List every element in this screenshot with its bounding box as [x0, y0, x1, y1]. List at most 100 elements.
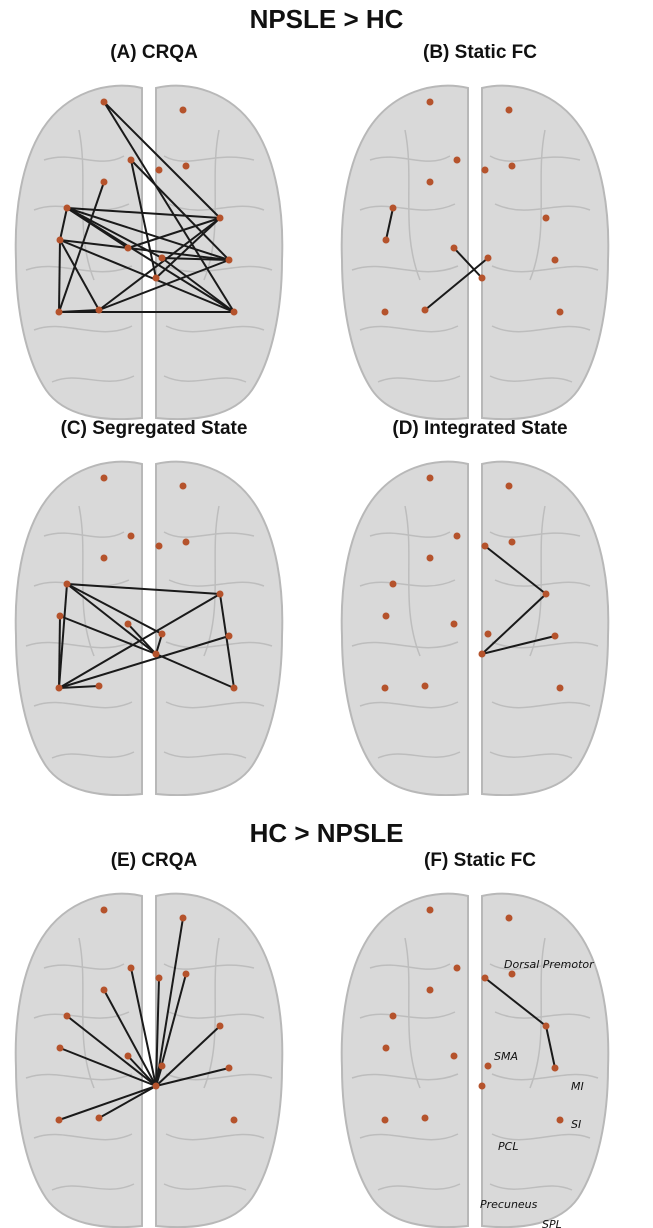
region-node: [506, 483, 513, 490]
region-node: [125, 621, 132, 628]
region-node: [56, 1117, 63, 1124]
panel-title: (D) Integrated State: [330, 418, 630, 440]
region-node: [427, 99, 434, 106]
panel-title: (B) Static FC: [330, 42, 630, 64]
region-node: [128, 533, 135, 540]
region-label: PCL: [498, 1140, 518, 1153]
left-hemisphere: [342, 894, 468, 1227]
region-node: [552, 1065, 559, 1072]
region-node: [454, 965, 461, 972]
region-node: [454, 533, 461, 540]
panel-title: (E) CRQA: [4, 850, 304, 872]
brain-network-c: [4, 446, 294, 796]
region-node: [101, 99, 108, 106]
region-node: [156, 543, 163, 550]
region-node: [56, 685, 63, 692]
connection-edge: [59, 616, 60, 688]
region-label: Dorsal Premotor: [504, 958, 595, 971]
region-node: [156, 167, 163, 174]
region-node: [543, 1023, 550, 1030]
region-node: [543, 215, 550, 222]
region-node: [427, 475, 434, 482]
region-node: [479, 275, 486, 282]
region-node: [180, 915, 187, 922]
brain-outline: [342, 86, 609, 419]
region-node: [64, 581, 71, 588]
region-node: [153, 275, 160, 282]
region-node: [383, 1045, 390, 1052]
region-label: SPL: [542, 1218, 562, 1228]
region-node: [485, 1063, 492, 1070]
region-node: [231, 685, 238, 692]
region-node: [159, 1063, 166, 1070]
region-label: SI: [571, 1118, 581, 1131]
region-node: [482, 167, 489, 174]
left-hemisphere: [342, 86, 468, 419]
region-node: [451, 245, 458, 252]
brain-network-d: [330, 446, 620, 796]
region-node: [156, 975, 163, 982]
region-node: [128, 965, 135, 972]
right-hemisphere: [156, 894, 282, 1227]
region-node: [57, 1045, 64, 1052]
region-node: [506, 107, 513, 114]
region-node: [57, 237, 64, 244]
region-node: [506, 915, 513, 922]
region-node: [159, 255, 166, 262]
region-node: [552, 633, 559, 640]
region-node: [159, 631, 166, 638]
region-node: [183, 539, 190, 546]
region-node: [57, 613, 64, 620]
region-node: [183, 971, 190, 978]
left-hemisphere: [342, 462, 468, 795]
panel-title: (C) Segregated State: [4, 418, 304, 440]
panel-title: (A) CRQA: [4, 42, 304, 64]
region-node: [101, 555, 108, 562]
section-title-npsle-gt-hc: NPSLE > HC: [0, 4, 653, 35]
region-node: [96, 307, 103, 314]
region-node: [226, 257, 233, 264]
region-node: [427, 179, 434, 186]
region-label: Precuneus: [480, 1198, 538, 1211]
region-node: [217, 591, 224, 598]
region-label: SMA: [494, 1050, 518, 1063]
region-node: [422, 307, 429, 314]
region-node: [557, 685, 564, 692]
right-hemisphere: [482, 462, 608, 795]
region-node: [226, 633, 233, 640]
region-node: [101, 987, 108, 994]
brain-network-e: [4, 878, 294, 1228]
region-node: [485, 631, 492, 638]
region-node: [383, 613, 390, 620]
region-node: [479, 1083, 486, 1090]
region-node: [485, 255, 492, 262]
right-hemisphere: [156, 462, 282, 795]
region-node: [226, 1065, 233, 1072]
region-node: [390, 1013, 397, 1020]
region-node: [217, 1023, 224, 1030]
brain-network-a: [4, 70, 294, 420]
region-node: [557, 1117, 564, 1124]
region-node: [180, 483, 187, 490]
region-node: [382, 1117, 389, 1124]
right-hemisphere: [482, 86, 608, 419]
region-node: [180, 107, 187, 114]
brain-outline: [342, 462, 609, 795]
region-node: [482, 543, 489, 550]
region-node: [128, 157, 135, 164]
brain-outline: [342, 894, 609, 1227]
region-node: [56, 309, 63, 316]
section-title-hc-gt-npsle: HC > NPSLE: [0, 818, 653, 849]
region-node: [422, 683, 429, 690]
region-node: [427, 555, 434, 562]
region-node: [557, 309, 564, 316]
region-node: [451, 1053, 458, 1060]
region-node: [543, 591, 550, 598]
region-node: [427, 907, 434, 914]
brain-outline: [16, 462, 283, 795]
region-node: [383, 237, 390, 244]
brain-outline: [16, 86, 283, 419]
region-node: [509, 163, 516, 170]
region-node: [482, 975, 489, 982]
region-node: [101, 179, 108, 186]
